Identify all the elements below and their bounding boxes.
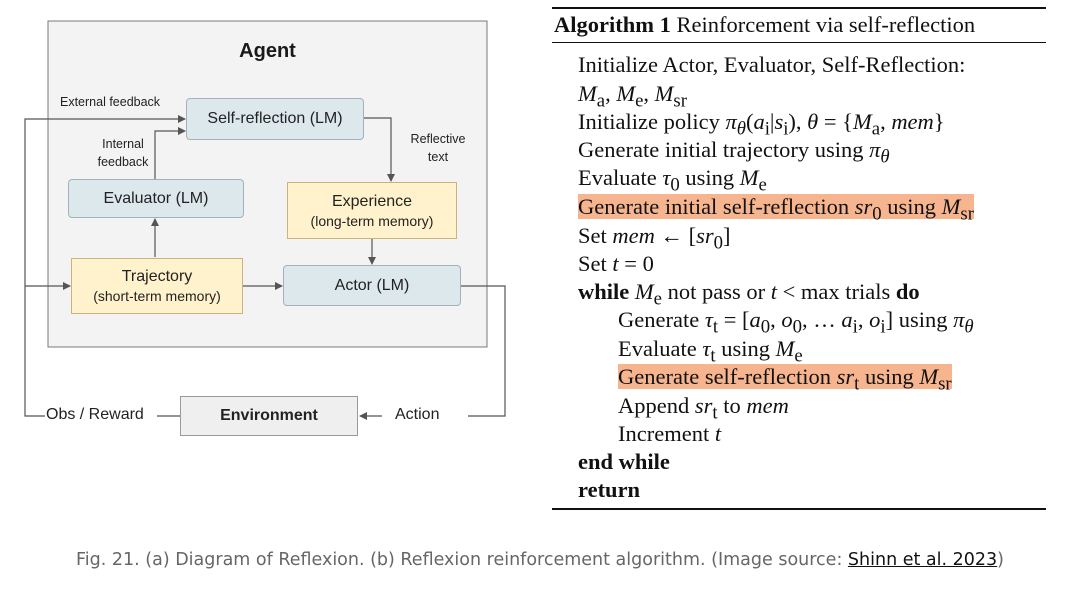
agent-title: Agent	[239, 40, 296, 62]
obs-reward-label: Obs / Reward	[46, 406, 144, 423]
algorithm-title: Algorithm 1 Reinforcement via self-refle…	[554, 12, 976, 37]
actor-box: Actor (LM)	[283, 265, 461, 306]
caption-text: Fig. 21. (a) Diagram of Reflexion. (b) R…	[75, 550, 848, 570]
trajectory-sublabel: (short-term memory)	[93, 288, 221, 304]
algo-line-4: Generate initial trajectory using πθ	[578, 137, 890, 168]
actor-label: Actor (LM)	[334, 276, 410, 294]
algorithm-top-rule	[552, 7, 1046, 9]
trajectory-label: Trajectory	[121, 268, 193, 285]
algo-line-7: Set mem ← [sr0]	[578, 223, 731, 254]
environment-box: Environment	[180, 396, 358, 436]
algo-line-8: Set t = 0	[578, 251, 654, 276]
algo-line-16: return	[578, 477, 641, 502]
self-reflection-box: Self-reflection (LM)	[186, 98, 364, 140]
algo-line-13: Append srt to mem	[618, 393, 789, 424]
algo-line-9: while Me not pass or t < max trials do	[578, 279, 920, 310]
evaluator-box: Evaluator (LM)	[68, 179, 244, 218]
external-feedback-label: External feedback	[60, 95, 161, 109]
algo-line-12-highlighted: Generate self-reflection srt using Msr	[618, 364, 952, 395]
algo-line-10: Generate τt = [a0, o0, … ai, oi] using π…	[618, 307, 974, 338]
trajectory-box: Trajectory (short-term memory)	[71, 258, 243, 314]
algorithm-bottom-rule	[552, 508, 1046, 510]
experience-label: Experience	[331, 192, 413, 210]
algorithm-block: Algorithm 1 Reinforcement via self-refle…	[552, 0, 1046, 512]
algo-line-11: Evaluate τt using Me	[618, 336, 803, 367]
action-label: Action	[395, 406, 440, 423]
self-reflection-label: Self-reflection (LM)	[207, 110, 343, 127]
experience-box: Experience (long-term memory)	[287, 182, 457, 239]
algorithm-title-rule	[552, 42, 1046, 43]
experience-sublabel: (long-term memory)	[310, 212, 434, 229]
algo-line-2: Ma, Me, Msr	[578, 81, 687, 112]
algo-line-3: Initialize policy πθ(ai|si), θ = {Ma, me…	[578, 109, 945, 140]
algo-line-5: Evaluate τ0 using Me	[578, 165, 767, 196]
environment-label: Environment	[220, 407, 318, 424]
figure-caption: Fig. 21. (a) Diagram of Reflexion. (b) R…	[75, 550, 1004, 570]
algo-line-14: Increment t	[618, 421, 722, 446]
evaluator-label: Evaluator (LM)	[103, 189, 209, 207]
algo-line-15: end while	[578, 449, 670, 474]
algo-line-1: Initialize Actor, Evaluator, Self-Reflec…	[578, 52, 966, 77]
algo-line-6-highlighted: Generate initial self-reflection sr0 usi…	[578, 194, 974, 225]
source-link[interactable]: Shinn et al. 2023	[847, 550, 998, 570]
reflexion-diagram: Agent Self-reflection (LM) Evaluator (LM…	[0, 0, 540, 500]
